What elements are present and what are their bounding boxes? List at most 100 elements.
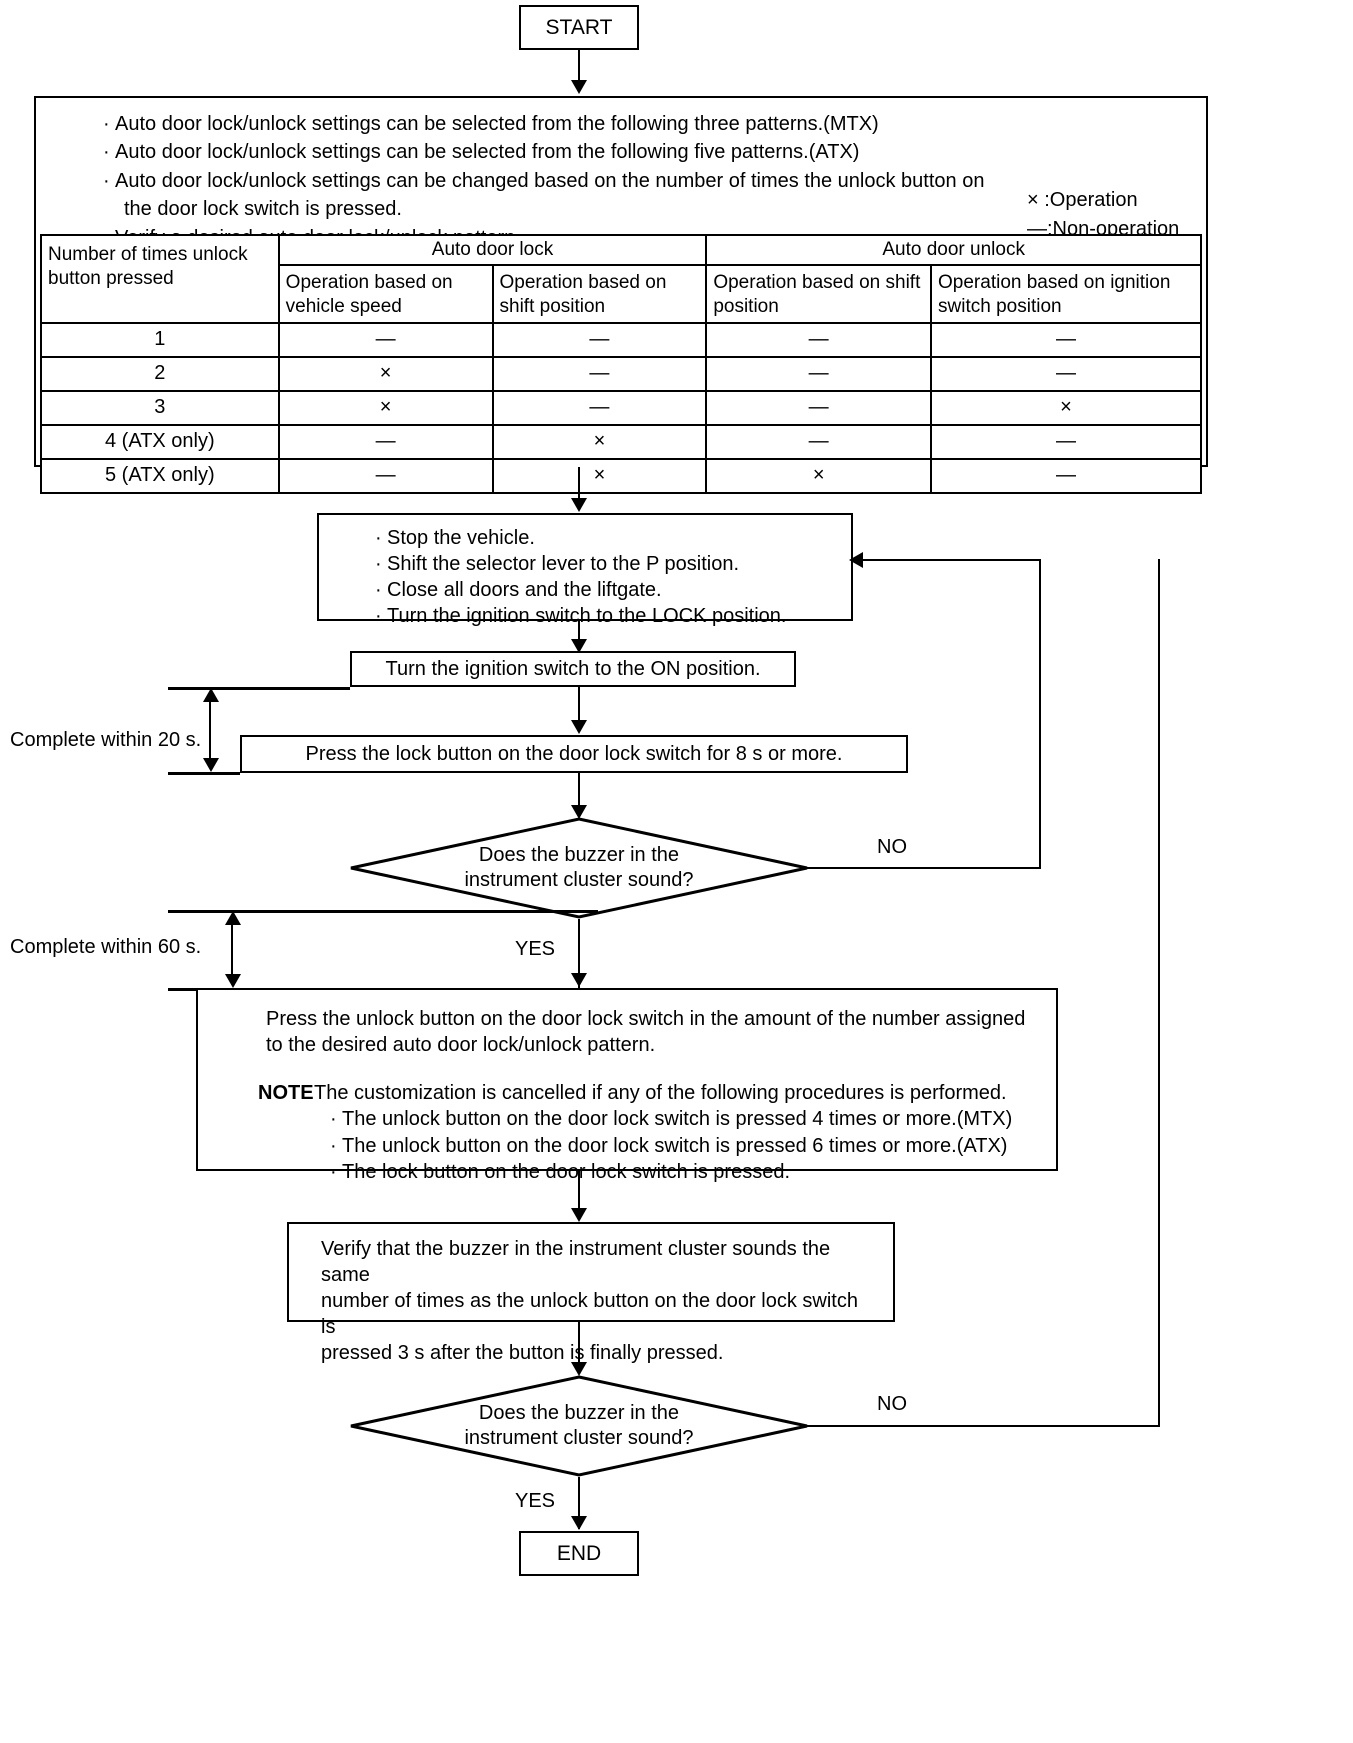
- table-row: 2 × — — —: [40, 355, 1202, 392]
- table-cell-value: —: [491, 389, 708, 426]
- table-cell-value: —: [277, 321, 494, 358]
- timer60-arrow-down-icon: [225, 974, 241, 988]
- note-label: NOTE: [258, 1082, 314, 1104]
- arrow-decision2-to-end: [571, 1516, 587, 1530]
- decision2-no-hline: [807, 1425, 1160, 1427]
- arrow-presslock-to-decision1: [571, 805, 587, 819]
- pattern-table: Number of times unlock button pressed Au…: [40, 234, 1202, 494]
- note-bullet-2: ·The unlock button on the door lock swit…: [314, 1133, 1032, 1159]
- timer20-bottom-rule: [168, 772, 240, 775]
- decision-2-yes-label: YES: [515, 1490, 556, 1512]
- prep-bullet-2: ·Shift the selector lever to the P posit…: [375, 553, 740, 575]
- decision-2-no-label: NO: [877, 1393, 907, 1415]
- unlock-instruction-box: Press the unlock button on the door lock…: [196, 988, 1058, 1183]
- timer20-arrow-up-icon: [203, 688, 219, 702]
- table-row: 5 (ATX only) — × × —: [40, 457, 1202, 494]
- bullet-dot-icon: ·: [375, 605, 382, 627]
- timer60-bracket-line: [231, 916, 233, 984]
- note-bullet-3: ·The lock button on the door lock switch…: [314, 1159, 1032, 1185]
- info-bullet-1: ·Auto door lock/unlock settings can be s…: [103, 110, 1103, 138]
- table-header-row-2: Operation based on vehicle speed Operati…: [41, 264, 1202, 324]
- table-cell-value: —: [705, 355, 933, 392]
- table-group-header-lock: Auto door lock: [277, 234, 708, 266]
- connector-presslock-to-decision1: [578, 773, 580, 815]
- table-cell-value: —: [705, 321, 933, 358]
- decision-1-line1: Does the buzzer in the: [478, 844, 680, 866]
- bullet-dot-icon: ·: [330, 1108, 337, 1131]
- decision1-no-vline: [1039, 559, 1041, 868]
- arrow-start-to-info: [571, 80, 587, 94]
- table-row: 3 × — — ×: [40, 389, 1202, 426]
- decision-diamond-shape: [350, 817, 808, 919]
- press-lock-box: Press the lock button on the door lock s…: [240, 735, 908, 773]
- bullet-dot-icon: ·: [103, 141, 110, 164]
- arrow-verify-to-decision2: [571, 1362, 587, 1376]
- verify-line1: Verify that the buzzer in the instrument…: [321, 1238, 831, 1286]
- decision-2-line1: Does the buzzer in the: [478, 1402, 680, 1424]
- table-subheader-ignition-switch-position: Operation based on ignition switch posit…: [930, 264, 1202, 324]
- unlock-instruction-line2: to the desired auto door lock/unlock pat…: [266, 1034, 656, 1056]
- connector-ignition-to-presslock: [578, 687, 580, 729]
- connector-decision2-to-end: [578, 1477, 580, 1529]
- arrow-decision1-to-unlock: [571, 973, 587, 987]
- bullet-dot-icon: ·: [375, 579, 382, 601]
- decision-buzzer-2: Does the buzzer in the instrument cluste…: [349, 1375, 809, 1477]
- arrow-unlock-to-verify: [571, 1208, 587, 1222]
- table-cell-value: ×: [491, 423, 708, 460]
- table-cell-row-label: 2: [40, 355, 280, 392]
- note-body: The customization is cancelled if any of…: [314, 1080, 1032, 1186]
- table-cell-value: —: [491, 321, 708, 358]
- ignition-on-box: Turn the ignition switch to the ON posit…: [350, 651, 796, 687]
- unlock-spacer: [222, 1058, 1032, 1080]
- prep-box: ·Stop the vehicle. ·Shift the selector l…: [317, 513, 853, 627]
- decision-2-label: Does the buzzer in the instrument cluste…: [349, 1375, 809, 1477]
- decision-1-label: Does the buzzer in the instrument cluste…: [349, 817, 809, 919]
- prep-bullet-1: ·Stop the vehicle.: [375, 527, 535, 549]
- verify-line2: number of times as the unlock button on …: [321, 1290, 858, 1338]
- decision-1-no-label: NO: [877, 836, 907, 858]
- table-cell-value: —: [930, 423, 1202, 460]
- decision-diamond-shape: [350, 1375, 808, 1477]
- connector-decision1-to-unlock: [578, 919, 580, 989]
- ignition-on-label: Turn the ignition switch to the ON posit…: [385, 657, 761, 680]
- arrow-ignition-to-presslock: [571, 720, 587, 734]
- info-bullet-3-cont: the door lock switch is pressed.: [124, 198, 402, 221]
- timer20-arrow-down-icon: [203, 758, 219, 772]
- table-row: 4 (ATX only) — × — —: [40, 423, 1202, 460]
- table-cell-value: —: [930, 355, 1202, 392]
- legend-operation: × :Operation: [1027, 189, 1138, 211]
- end-label: END: [556, 1541, 602, 1565]
- table-cell-value: —: [930, 321, 1202, 358]
- table-cell-value: ×: [491, 457, 708, 494]
- table-subheader-vehicle-speed: Operation based on vehicle speed: [277, 264, 494, 324]
- note-block: NOTE The customization is cancelled if a…: [222, 1080, 1032, 1186]
- decision1-no-return-hline: [861, 559, 1041, 561]
- table-cell-row-label: 3: [40, 389, 280, 426]
- table-cell-value: ×: [705, 457, 933, 494]
- table-cell-value: —: [705, 423, 933, 460]
- decision-1-yes-label: YES: [515, 938, 556, 960]
- arrow-prep-to-ignition: [571, 639, 587, 653]
- table-cell-value: ×: [277, 355, 494, 392]
- timer20-top-rule: [168, 687, 350, 690]
- bullet-dot-icon: ·: [103, 169, 110, 192]
- start-terminator: START: [519, 5, 639, 50]
- connector-verify-to-decision2: [578, 1322, 580, 1374]
- table-group-header-unlock: Auto door unlock: [705, 234, 1202, 266]
- table-row-header-label: Number of times unlock button pressed: [40, 234, 280, 324]
- verify-line3: pressed 3 s after the button is finally …: [321, 1342, 724, 1364]
- timer60-bottom-rule: [168, 988, 198, 991]
- timer-20s-label: Complete within 20 s.: [10, 729, 202, 751]
- bullet-dot-icon: ·: [103, 113, 110, 135]
- arrow-info-to-prep: [571, 498, 587, 512]
- timer60-arrow-up-icon: [225, 911, 241, 925]
- decision1-no-arrow-icon: [849, 552, 863, 568]
- table-cell-value: —: [277, 423, 494, 460]
- table-cell-value: ×: [930, 389, 1202, 426]
- table-cell-value: —: [277, 457, 494, 494]
- bullet-dot-icon: ·: [375, 527, 382, 549]
- verify-box: Verify that the buzzer in the instrument…: [287, 1222, 895, 1364]
- decision-buzzer-1: Does the buzzer in the instrument cluste…: [349, 817, 809, 919]
- connector-prep-to-ignition: [578, 621, 580, 648]
